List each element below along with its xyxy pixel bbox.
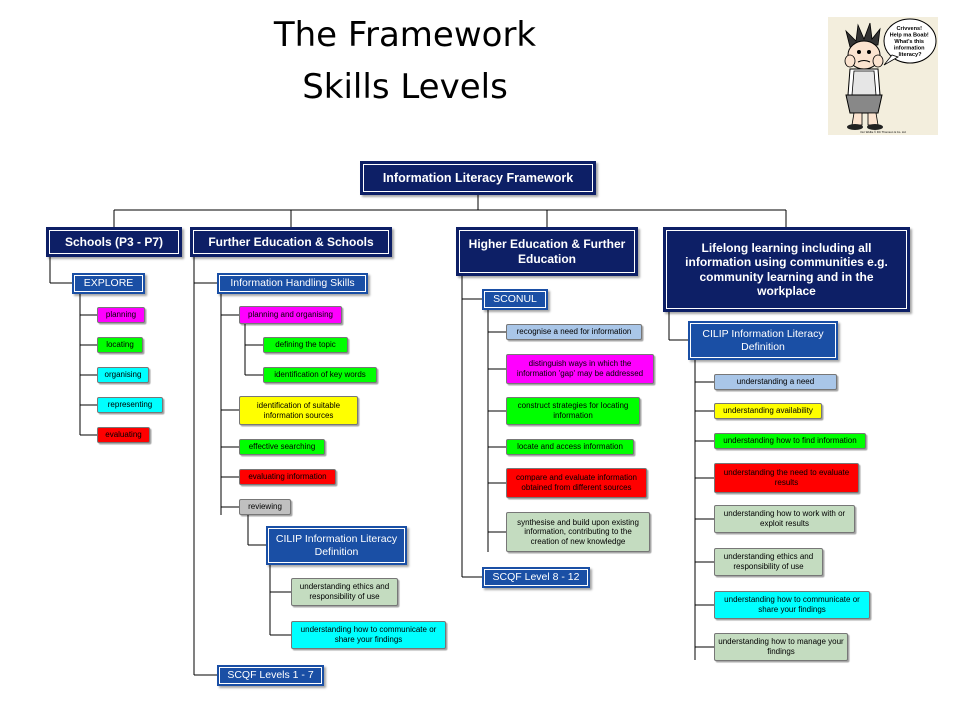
header-further-education: Further Education & Schools xyxy=(190,227,392,257)
sub-header-explore: EXPLORE xyxy=(72,273,145,294)
skill-locating: locating xyxy=(97,337,143,353)
cartoon-credit: Oor Wullie © DC Thomson & Co. Ltd xyxy=(860,130,906,134)
skill-identification-of-suitable-sources: identification of suitable information s… xyxy=(239,396,358,425)
skill-effective-searching: effective searching xyxy=(239,439,325,455)
skill-evaluating: evaluating xyxy=(97,427,150,443)
skill-reviewing: reviewing xyxy=(239,499,291,515)
header-higher-education: Higher Education & Further Education xyxy=(456,227,638,276)
skill-understanding-need-to-evaluate: understanding the need to evaluate resul… xyxy=(714,463,859,493)
scqf-levels-1-7: SCQF Levels 1 - 7 xyxy=(217,665,324,686)
skill-synthesise-and-build: synthesise and build upon existing infor… xyxy=(506,512,650,552)
skill-evaluating-information: evaluating information xyxy=(239,469,336,485)
sub-header-cilip-definition-lifelong: CILIP Information Literacy Definition xyxy=(688,321,838,360)
skill-identification-of-key-words: identification of key words xyxy=(263,367,377,383)
skill-understanding-communicate-fe: understanding how to communicate or shar… xyxy=(291,621,446,649)
sub-header-sconul: SCONUL xyxy=(482,289,548,310)
root-information-literacy-framework: Information Literacy Framework xyxy=(360,161,596,195)
skill-planning-and-organising: planning and organising xyxy=(239,306,342,324)
header-schools: Schools (P3 - P7) xyxy=(46,227,182,257)
skill-defining-the-topic: defining the topic xyxy=(263,337,348,353)
skill-understanding-ethics-fe: understanding ethics and responsibility … xyxy=(291,578,398,606)
skill-understanding-manage-findings: understanding how to manage your finding… xyxy=(714,633,848,661)
skill-locate-and-access: locate and access information xyxy=(506,439,634,455)
slide-title-line2: Skills Levels xyxy=(302,67,508,107)
skill-representing: representing xyxy=(97,397,163,413)
skill-understanding-availability: understanding availability xyxy=(714,403,822,419)
skill-construct-strategies: construct strategies for locating inform… xyxy=(506,397,640,425)
cartoon-illustration: Crivvens! Help ma Boab! What's this info… xyxy=(828,17,938,135)
skill-understanding-ethics-lifelong: understanding ethics and responsibility … xyxy=(714,548,823,576)
sub-header-cilip-definition-fe: CILIP Information Literacy Definition xyxy=(266,526,407,565)
skill-understanding-how-to-find: understanding how to find information xyxy=(714,433,866,449)
slide-title-line1: The Framework xyxy=(273,15,537,55)
header-lifelong-learning: Lifelong learning including all informat… xyxy=(663,227,910,312)
skill-understanding-work-with-results: understanding how to work with or exploi… xyxy=(714,505,855,533)
sub-header-information-handling-skills: Information Handling Skills xyxy=(217,273,368,294)
skill-compare-and-evaluate: compare and evaluate information obtaine… xyxy=(506,468,647,498)
skill-distinguish-ways: distinguish ways in which the informatio… xyxy=(506,354,654,384)
skill-recognise-need: recognise a need for information xyxy=(506,324,642,340)
skill-understanding-a-need: understanding a need xyxy=(714,374,837,390)
skill-understanding-communicate-lifelong: understanding how to communicate or shar… xyxy=(714,591,870,619)
scqf-level-8-12: SCQF Level 8 - 12 xyxy=(482,567,590,588)
speech-bubble-text: Crivvens! Help ma Boab! What's this info… xyxy=(890,26,931,58)
skill-planning: planning xyxy=(97,307,145,323)
skill-organising: organising xyxy=(97,367,149,383)
